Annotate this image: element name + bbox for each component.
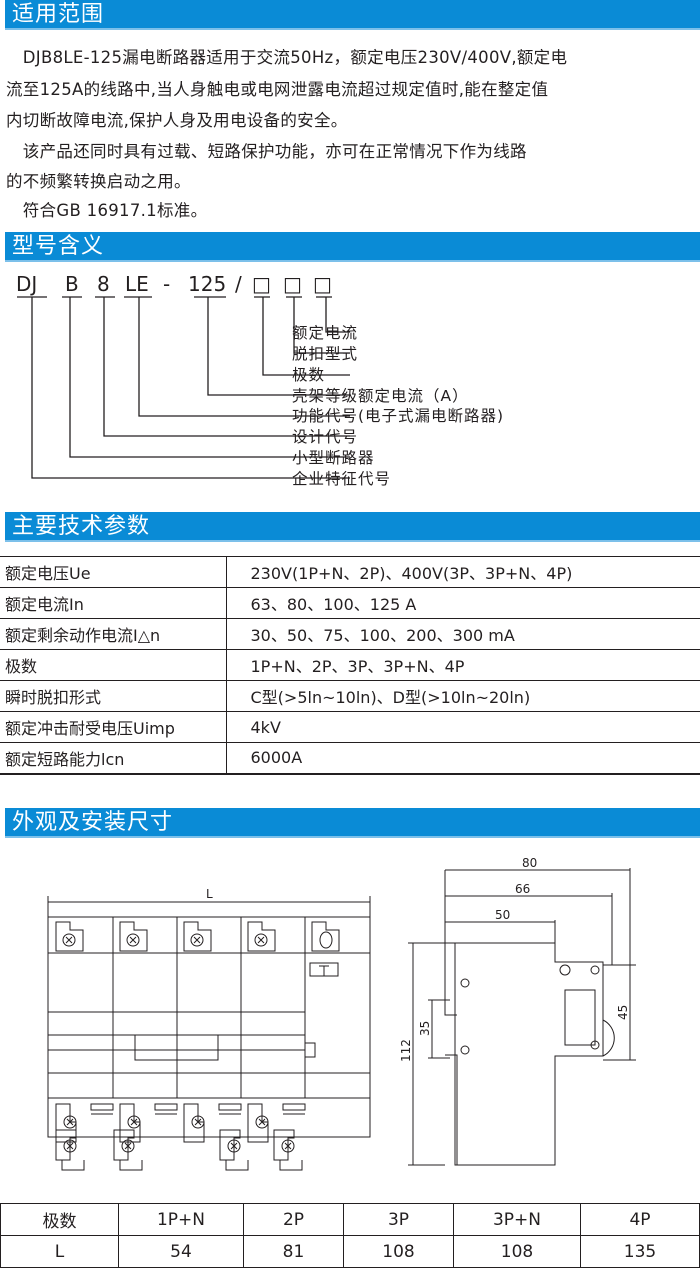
spec-value: 1P+N、2P、3P、3P+N、4P [225,649,700,681]
header-cell: 4P [580,1203,700,1236]
section-title: 型号含义 [12,234,105,259]
model-label: 设计代号 [292,428,359,446]
spec-value: 230V(1P+N、2P)、400V(3P、3P+N、4P) [225,556,700,588]
side-view [408,868,636,1166]
header-cell: 1P+N [118,1203,244,1236]
dim-112: 112 [399,1039,413,1062]
code-part: □ [283,272,302,296]
dim-50: 50 [495,908,510,922]
model-label: 极数 [292,366,326,384]
code-part: B [65,272,79,296]
code-part: DJ [16,272,38,296]
scope-line: DJB8LE-125漏电断路器适用于交流50Hz，额定电压230V/400V,额… [6,48,568,67]
header-cell: 3P [343,1203,454,1236]
cell: 108 [453,1235,581,1268]
section-title: 适用范围 [12,2,105,27]
model-label: 脱扣型式 [292,345,359,363]
section-header-scope: 适用范围 [5,0,700,30]
front-view [47,896,371,1171]
spec-value: 6000A [225,742,700,775]
scope-line: 流至125A的线路中,当人身触电或电网泄露电流超过规定值时,能在整定值 [6,80,549,99]
model-label: 企业特征代号 [292,470,392,488]
cell: 54 [118,1235,244,1268]
header-cell: 极数 [0,1203,119,1236]
section-header-model: 型号含义 [5,232,700,262]
dim-45: 45 [616,1005,630,1020]
spec-value: 4kV [225,711,700,743]
dim-35: 35 [418,1021,432,1036]
model-label: 小型断路器 [292,449,375,467]
scope-line: 的不频繁转换启动之用。 [6,172,191,191]
code-part: LE [125,272,149,296]
code-part: 125 [188,272,227,296]
code-part: - [163,272,171,296]
model-leader-lines [17,296,350,479]
spec-label: 额定短路能力lcn [0,742,226,775]
spec-value: C型(>5ln~10ln)、D型(>10ln~20ln) [225,680,700,712]
scope-line: 内切断故障电流,保护人身及用电设备的安全。 [6,111,348,130]
code-part: □ [313,272,332,296]
scope-line: 该产品还同时具有过载、短路保护功能，亦可在正常情况下作为线路 [6,142,527,161]
header-cell: 2P [243,1203,344,1236]
cell: L [0,1235,119,1268]
front-dim-label: L [206,887,213,901]
dim-80: 80 [522,856,537,870]
header-cell: 3P+N [453,1203,581,1236]
code-part: 8 [97,272,110,296]
spec-label: 额定电流In [0,587,226,619]
section-header-specs: 主要技术参数 [5,512,700,542]
section-title: 外观及安装尺寸 [12,810,174,835]
section-title: 主要技术参数 [12,514,151,539]
section-header-dimensions: 外观及安装尺寸 [5,808,700,838]
model-label: 功能代号(电子式漏电断路器) [292,407,505,425]
spec-label: 额定剩余动作电流I△n [0,618,226,650]
cell: 81 [243,1235,344,1268]
spec-label: 额定电压Ue [0,556,226,588]
scope-line: 符合GB 16917.1标准。 [6,201,208,220]
dim-66: 66 [515,882,530,896]
model-label: 壳架等级额定电流（A） [292,387,469,405]
dimension-drawing: L 80 66 50 112 35 45 [47,856,636,1171]
cell: 108 [343,1235,454,1268]
spec-label: 额定冲击耐受电压Uimp [0,711,226,743]
spec-label: 极数 [0,649,226,681]
code-part: / [235,272,242,296]
spec-label: 瞬时脱扣形式 [0,680,226,712]
model-label: 额定电流 [292,324,359,342]
cell: 135 [580,1235,700,1268]
code-part: □ [252,272,271,296]
spec-value: 63、80、100、125 A [225,587,700,619]
spec-value: 30、50、75、100、200、300 mA [225,618,700,650]
